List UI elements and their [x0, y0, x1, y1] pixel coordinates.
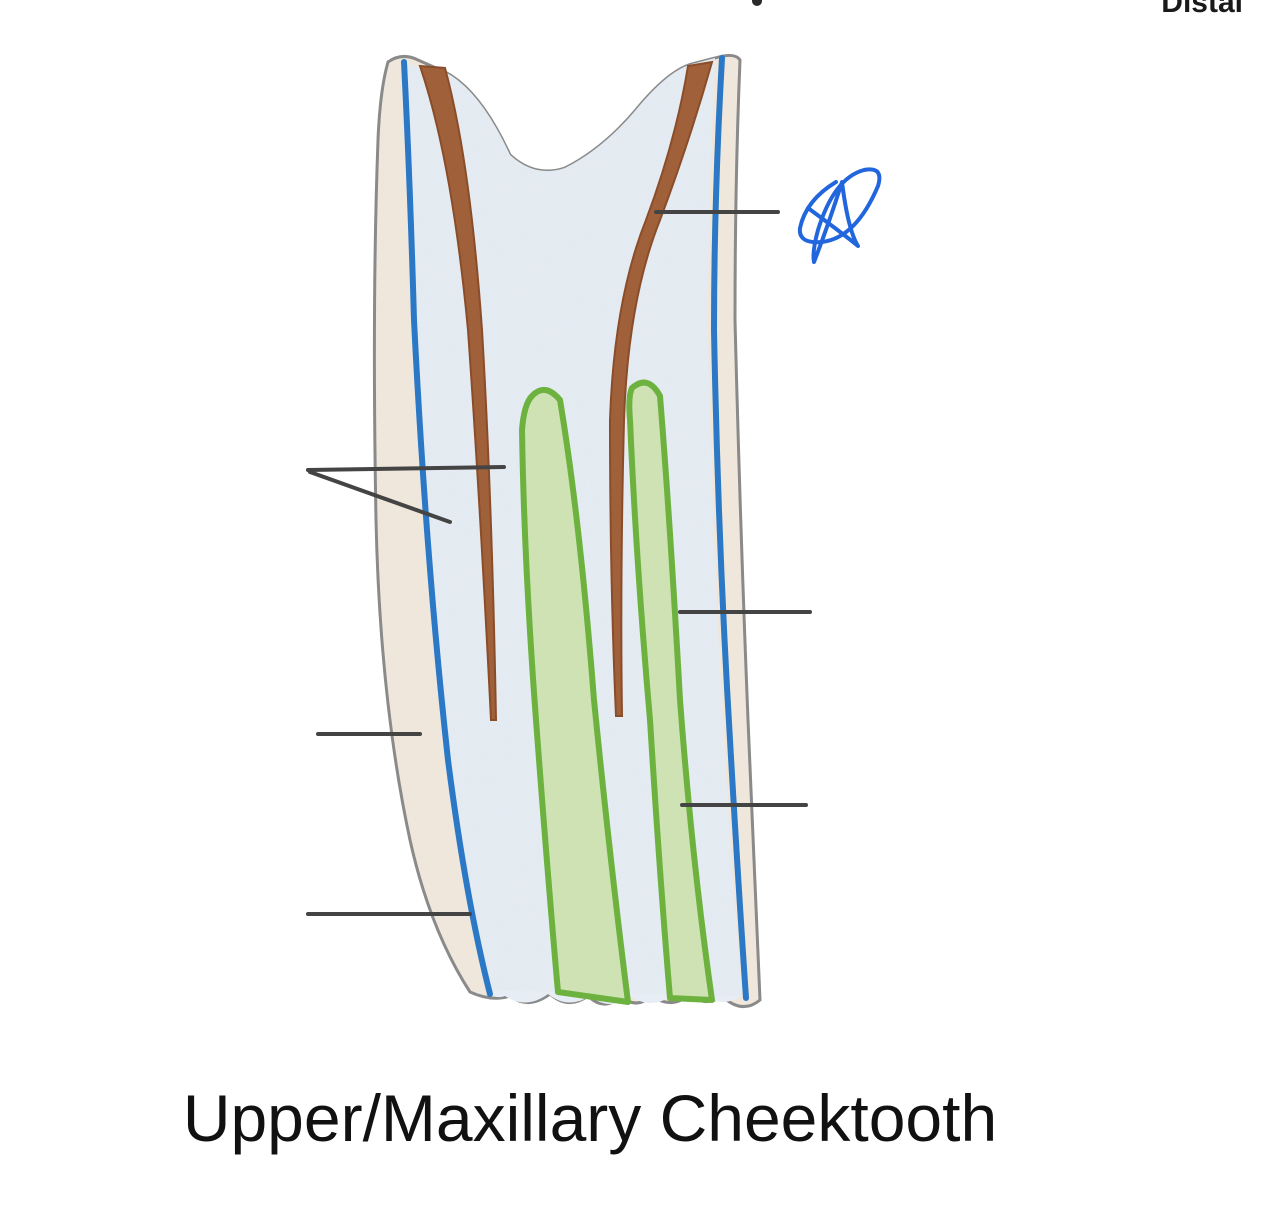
cropped-glyph — [752, 0, 762, 6]
corner-label: Distal — [1161, 0, 1243, 19]
enamel-line-left — [401, 59, 493, 997]
diagram-caption: Upper/Maxillary Cheektooth — [182, 1081, 998, 1155]
brown-band-left — [418, 64, 498, 721]
scribble-star-icon — [797, 167, 882, 264]
leader-line-left-upper-a — [306, 465, 506, 472]
enamel-line-right — [710, 55, 749, 1001]
infundibulum-left — [519, 387, 631, 1005]
brown-band-right — [608, 60, 714, 717]
infundibulum-right — [626, 379, 715, 1003]
leader-line-left-upper-b — [308, 470, 452, 524]
